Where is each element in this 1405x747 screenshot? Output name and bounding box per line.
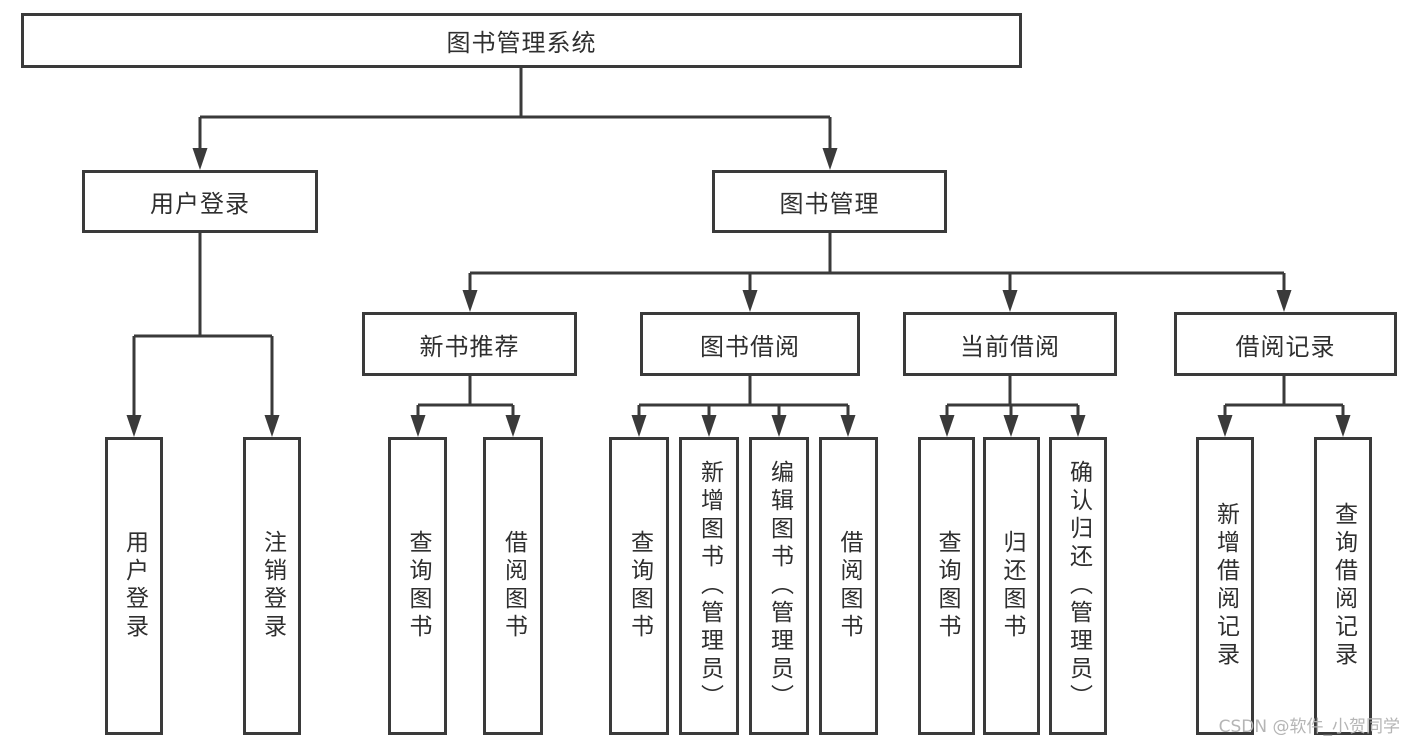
node-leaf-bb-add-books: 新增图书（管理员） xyxy=(679,437,739,735)
edge-currentborrow-rail xyxy=(945,376,1080,417)
node-book-borrow: 图书借阅 xyxy=(640,312,860,376)
arrowhead xyxy=(192,148,208,170)
node-leaf-br-query-record: 查询借阅记录 xyxy=(1314,437,1372,735)
arrowhead xyxy=(701,415,717,437)
arrowhead xyxy=(840,415,856,437)
node-leaf-logout: 注销登录 xyxy=(243,437,301,735)
arrowhead xyxy=(264,415,280,437)
node-new-book-recommend: 新书推荐 xyxy=(362,312,577,376)
arrowhead xyxy=(822,148,838,170)
node-leaf-bb-query-books: 查询图书 xyxy=(609,437,669,735)
arrowhead xyxy=(742,290,758,312)
arrowheads xyxy=(126,148,1351,437)
edge-bookmgmt-rail xyxy=(468,233,1286,292)
node-leaf-br-add-record: 新增借阅记录 xyxy=(1196,437,1254,735)
node-root: 图书管理系统 xyxy=(21,13,1022,68)
node-current-borrow: 当前借阅 xyxy=(903,312,1117,376)
arrowhead xyxy=(505,415,521,437)
arrowhead xyxy=(1217,415,1233,437)
arrowhead xyxy=(771,415,787,437)
node-leaf-login: 用户登录 xyxy=(105,437,163,735)
arrowhead xyxy=(462,290,478,312)
arrowhead xyxy=(1070,415,1086,437)
node-user-login: 用户登录 xyxy=(82,170,318,233)
node-leaf-cb-return-books: 归还图书 xyxy=(983,437,1040,735)
arrowhead xyxy=(939,415,955,437)
arrowhead xyxy=(126,415,142,437)
arrowhead xyxy=(1276,290,1292,312)
arrowhead xyxy=(1002,290,1018,312)
node-leaf-cb-confirm-return: 确认归还（管理员） xyxy=(1049,437,1107,735)
arrowhead xyxy=(1003,415,1019,437)
node-leaf-bb-edit-books: 编辑图书（管理员） xyxy=(749,437,809,735)
arrowhead xyxy=(631,415,647,437)
arrowhead xyxy=(410,415,426,437)
csdn-watermark: CSDN @软件_小贺同学 xyxy=(1218,717,1400,737)
edge-userlogin-rail xyxy=(132,233,274,417)
edge-bookborrow-rail xyxy=(637,376,850,417)
node-leaf-nbr-query-books: 查询图书 xyxy=(388,437,447,735)
node-leaf-cb-query-books: 查询图书 xyxy=(918,437,975,735)
arrowhead xyxy=(1335,415,1351,437)
node-leaf-nbr-borrow-books: 借阅图书 xyxy=(483,437,543,735)
node-leaf-bb-borrow-books: 借阅图书 xyxy=(819,437,878,735)
edge-records-rail xyxy=(1223,376,1345,417)
node-book-management: 图书管理 xyxy=(712,170,947,233)
edge-newbook-rail xyxy=(416,376,515,417)
edge-root-rail xyxy=(198,68,832,150)
node-borrow-records: 借阅记录 xyxy=(1174,312,1397,376)
